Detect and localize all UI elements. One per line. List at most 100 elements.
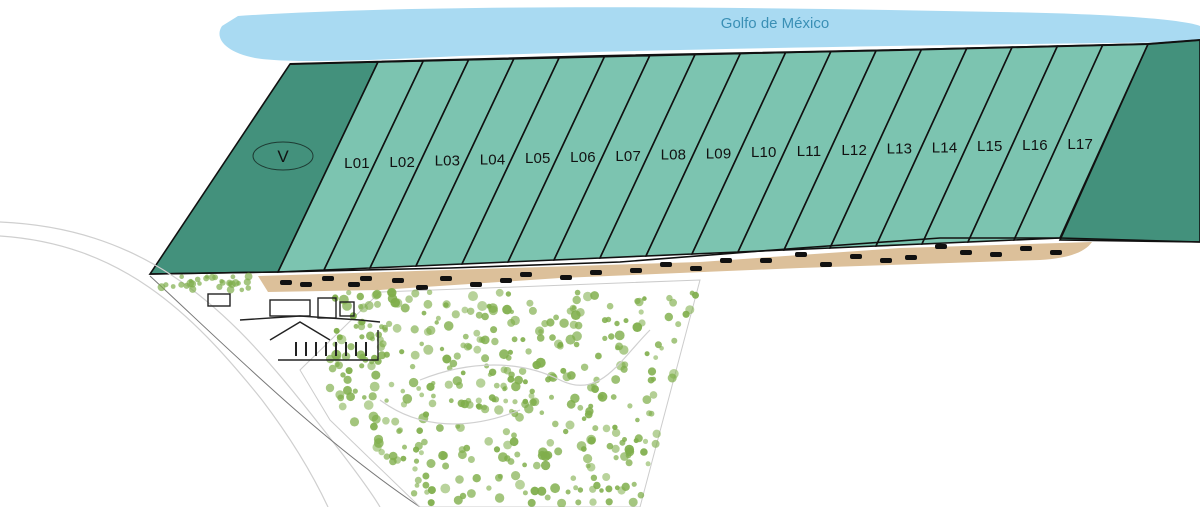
tree-mark bbox=[620, 452, 629, 461]
tree-mark bbox=[486, 303, 492, 309]
tree-mark bbox=[346, 392, 355, 402]
tree-mark bbox=[652, 429, 661, 438]
tree-mark bbox=[574, 289, 581, 296]
tree-mark bbox=[593, 376, 600, 384]
tree-mark bbox=[342, 301, 352, 311]
tree-mark bbox=[383, 351, 390, 358]
tree-mark bbox=[204, 274, 210, 279]
tree-mark bbox=[442, 300, 451, 309]
tree-mark bbox=[367, 361, 376, 371]
tree-mark bbox=[546, 439, 555, 447]
tree-mark bbox=[583, 291, 593, 302]
highway-outer-edge bbox=[0, 221, 381, 507]
tree-mark bbox=[503, 398, 509, 404]
tree-mark bbox=[438, 450, 448, 461]
vehicle-mark bbox=[990, 252, 1002, 257]
vehicle-mark bbox=[348, 282, 360, 287]
tree-mark bbox=[418, 450, 424, 456]
access-road[interactable] bbox=[258, 242, 1092, 292]
tree-mark bbox=[500, 366, 508, 374]
tree-mark bbox=[421, 310, 427, 316]
tree-mark bbox=[493, 382, 500, 389]
tree-mark bbox=[606, 442, 614, 450]
tree-mark bbox=[614, 320, 620, 327]
tree-mark bbox=[632, 322, 643, 333]
tree-mark bbox=[219, 279, 224, 284]
tree-mark bbox=[439, 346, 445, 352]
tree-mark bbox=[625, 459, 633, 467]
tree-mark bbox=[473, 329, 481, 337]
tree-mark bbox=[635, 417, 640, 423]
site-west-boundary bbox=[149, 275, 421, 507]
vehicle-mark bbox=[416, 285, 428, 290]
tree-mark bbox=[522, 398, 529, 405]
tree-mark bbox=[502, 428, 510, 436]
forest-reserve-area[interactable] bbox=[299, 279, 701, 507]
zone-v-label: V bbox=[277, 147, 289, 166]
tree-mark bbox=[431, 381, 436, 386]
tree-mark bbox=[341, 352, 351, 361]
tree-mark bbox=[453, 352, 461, 360]
tree-mark bbox=[565, 420, 575, 430]
tree-mark bbox=[179, 274, 184, 280]
tree-mark bbox=[565, 334, 576, 345]
tree-mark bbox=[602, 473, 611, 481]
vehicle-mark bbox=[630, 268, 642, 273]
tree-mark bbox=[511, 432, 517, 439]
tree-mark bbox=[633, 438, 639, 444]
vehicle-mark bbox=[500, 278, 512, 283]
tree-mark bbox=[338, 402, 347, 411]
tree-mark bbox=[488, 305, 498, 316]
vehicle-mark bbox=[720, 258, 732, 263]
tree-mark bbox=[566, 307, 574, 315]
tree-mark bbox=[467, 489, 476, 498]
tree-mark bbox=[484, 437, 494, 446]
tree-mark bbox=[325, 383, 335, 393]
tree-mark bbox=[393, 456, 402, 464]
zone-v-marker[interactable] bbox=[252, 141, 314, 171]
tree-mark bbox=[669, 298, 677, 307]
tree-mark bbox=[477, 301, 488, 311]
entrance-buildings[interactable] bbox=[207, 293, 381, 361]
tree-mark bbox=[434, 320, 439, 325]
tree-mark bbox=[463, 444, 471, 452]
tree-mark bbox=[550, 483, 560, 494]
tree-mark bbox=[575, 499, 582, 506]
tree-mark bbox=[484, 363, 490, 369]
tree-mark bbox=[345, 367, 353, 375]
tree-mark bbox=[367, 323, 373, 329]
lot-label: L09 bbox=[706, 145, 732, 162]
tree-mark bbox=[640, 448, 648, 456]
vehicle-mark bbox=[360, 276, 372, 281]
vehicle-mark bbox=[280, 280, 292, 285]
tree-mark bbox=[411, 289, 420, 298]
tree-mark bbox=[382, 417, 390, 425]
tree-mark bbox=[460, 370, 466, 376]
lot-label: L06 bbox=[570, 149, 596, 166]
tree-mark bbox=[442, 354, 452, 364]
tree-mark bbox=[504, 455, 511, 462]
tree-mark bbox=[456, 381, 463, 389]
tree-mark bbox=[419, 392, 425, 398]
tree-mark bbox=[396, 428, 402, 434]
tree-mark bbox=[615, 345, 620, 351]
vehicle-mark bbox=[300, 282, 312, 287]
tree-mark bbox=[572, 295, 581, 305]
tree-mark bbox=[573, 485, 579, 491]
tree-mark bbox=[526, 299, 534, 307]
tree-mark bbox=[359, 363, 365, 369]
tree-mark bbox=[494, 405, 504, 415]
tree-mark bbox=[537, 450, 547, 460]
tree-mark bbox=[549, 334, 556, 341]
tree-mark bbox=[475, 311, 483, 319]
tree-mark bbox=[352, 388, 358, 394]
tree-mark bbox=[347, 343, 355, 351]
tree-mark bbox=[402, 444, 407, 450]
tree-mark bbox=[359, 334, 365, 340]
tree-mark bbox=[188, 278, 193, 283]
tree-mark bbox=[399, 349, 405, 355]
tree-mark bbox=[363, 400, 374, 410]
tree-mark bbox=[592, 425, 599, 432]
highway-inner-edge bbox=[0, 235, 329, 507]
tree-mark bbox=[414, 441, 423, 450]
